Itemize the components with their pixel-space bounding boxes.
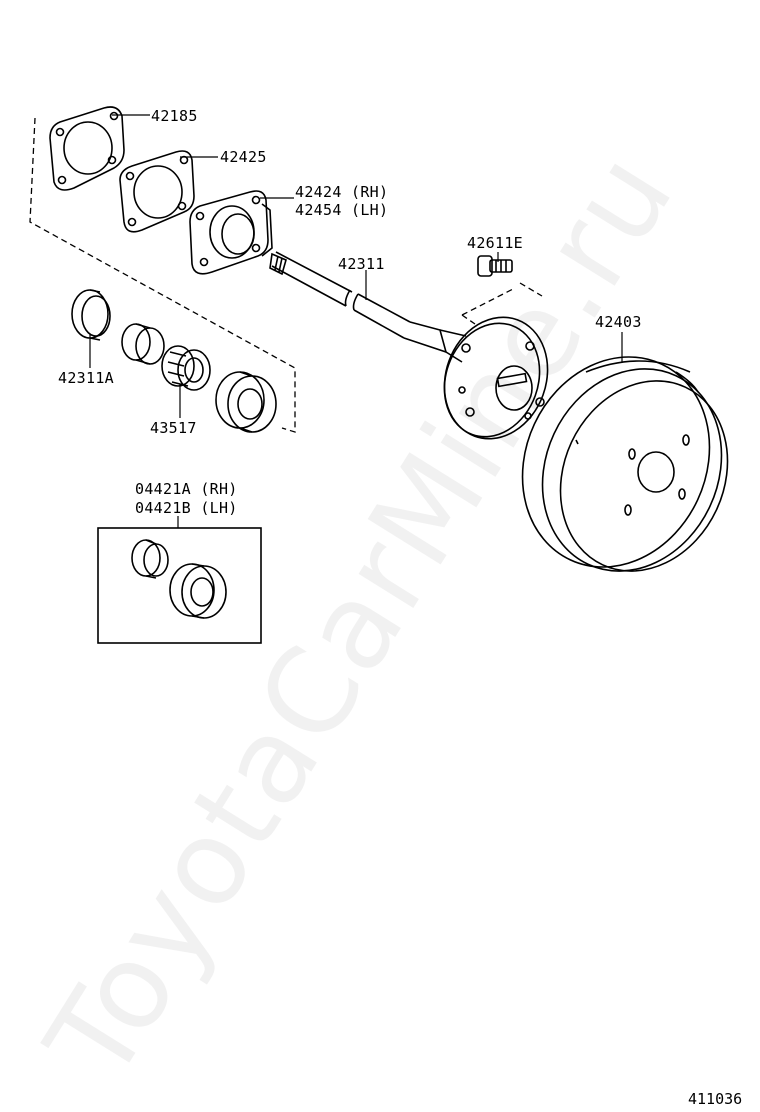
part-label-42311[interactable]: 42311 xyxy=(338,255,385,273)
part-label-42403[interactable]: 42403 xyxy=(595,313,642,331)
roller-bearing-43517-icon[interactable] xyxy=(161,345,211,391)
gasket-42185-icon[interactable] xyxy=(49,106,125,191)
leader-lines xyxy=(89,114,623,528)
oil-seal-42311A-icon[interactable] xyxy=(71,289,111,341)
retainer-42425-icon[interactable] xyxy=(119,150,195,233)
axle-shaft-42311-icon[interactable] xyxy=(269,251,564,453)
retainer-42424-icon[interactable] xyxy=(189,190,273,275)
figure-number: 411036 xyxy=(688,1090,743,1108)
part-label-43517[interactable]: 43517 xyxy=(150,419,197,437)
part-label-42185[interactable]: 42185 xyxy=(151,107,198,125)
part-label-04421B[interactable]: 04421B (LH) xyxy=(135,499,238,517)
bearing-kit-box[interactable] xyxy=(97,527,262,644)
part-label-42611E[interactable]: 42611E xyxy=(467,234,523,252)
part-label-42425[interactable]: 42425 xyxy=(220,148,267,166)
part-label-42454[interactable]: 42454 (LH) xyxy=(295,201,389,219)
part-label-42424[interactable]: 42424 (RH) xyxy=(295,183,389,201)
part-label-42311A[interactable]: 42311A xyxy=(58,369,114,387)
assembly-outline xyxy=(29,117,543,433)
inner-ring-icon[interactable] xyxy=(121,323,165,365)
brake-drum-42403-icon[interactable] xyxy=(489,326,758,601)
part-label-04421A[interactable]: 04421A (RH) xyxy=(135,480,238,498)
outer-bearing-icon[interactable] xyxy=(215,371,277,433)
hub-bolt-42611E-icon[interactable] xyxy=(477,255,513,277)
